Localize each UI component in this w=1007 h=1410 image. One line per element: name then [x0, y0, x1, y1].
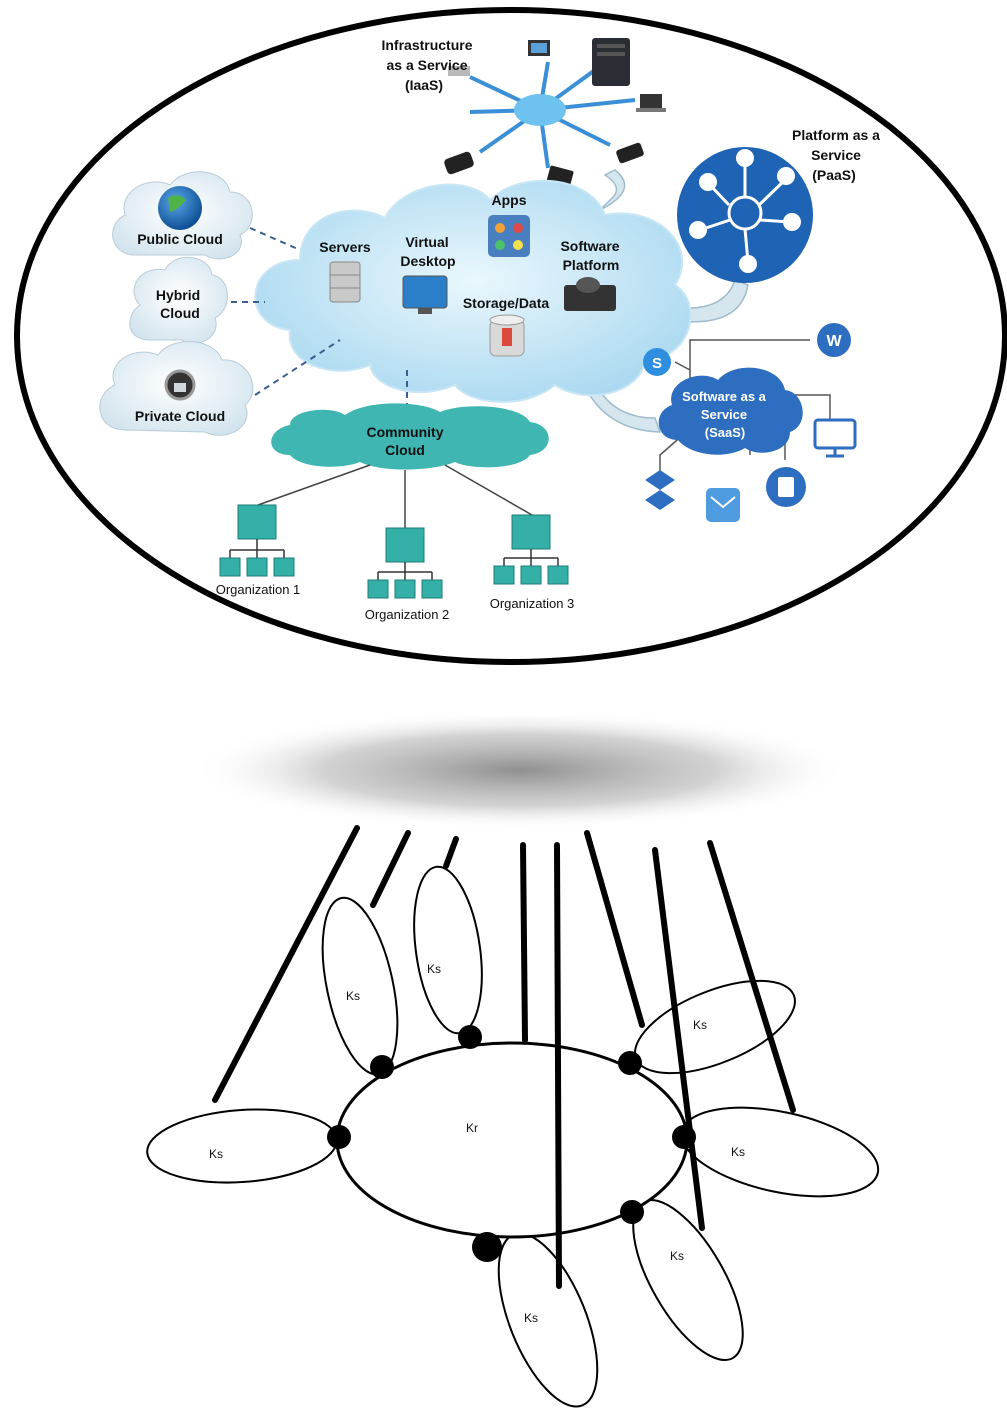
- software-platform-label-line1: Software: [560, 238, 619, 254]
- hybrid-cloud-label-line1: Hybrid: [156, 287, 200, 303]
- printer-icon: [616, 142, 644, 164]
- organization-3: Organization 3: [490, 514, 575, 611]
- monitor-icon: [402, 275, 448, 309]
- organization-2-label: Organization 2: [365, 607, 450, 622]
- iaas-arrow-icon: [599, 169, 626, 211]
- link-line: [707, 840, 796, 1113]
- node: [370, 1055, 394, 1079]
- sub-ring-upper-left-1: [321, 896, 399, 1076]
- private-cloud: Private Cloud: [99, 341, 254, 436]
- iaas-cloud-icon: [514, 94, 566, 126]
- org-server-icon: [511, 514, 551, 550]
- saas-cloud: [658, 367, 803, 455]
- storage-data-label: Storage/Data: [463, 295, 550, 311]
- org-server-icon: [237, 504, 277, 540]
- main-cloud: Servers Virtual Desktop Apps Software Pl…: [254, 179, 692, 403]
- node: [472, 1232, 502, 1262]
- server-stack-icon: [329, 261, 361, 303]
- paas-label-line2: Service: [811, 147, 861, 163]
- sub-ring-label: Ks: [731, 1145, 745, 1159]
- public-cloud: Public Cloud: [112, 171, 253, 260]
- laptop-icon: [640, 94, 662, 108]
- community-cloud-label-line2: Cloud: [385, 442, 425, 458]
- phone-icon: [444, 151, 474, 175]
- server-tower-icon: [592, 38, 630, 86]
- ring-labels: Kr Ks Ks Ks Ks Ks Ks Ks: [209, 962, 745, 1325]
- sub-ring-label: Ks: [209, 1147, 223, 1161]
- apps-label: Apps: [492, 192, 527, 208]
- community-cloud: Community Cloud: [271, 403, 549, 470]
- wordpress-icon: [817, 323, 851, 357]
- saas-label-line1: Software as a: [682, 389, 767, 404]
- sub-ring-upper-left-2: [413, 865, 483, 1035]
- organization-3-label: Organization 3: [490, 596, 575, 611]
- platform-device-icon: [564, 285, 616, 311]
- link-line: [212, 825, 360, 1103]
- node: [327, 1125, 351, 1149]
- hybrid-cloud: Hybrid Cloud: [129, 256, 228, 345]
- link-line: [370, 830, 411, 908]
- link-line: [554, 842, 562, 1289]
- cloud-ecosystem: Infrastructure as a Service (IaaS) Serve…: [14, 7, 1007, 665]
- sub-ring-label: Ks: [427, 962, 441, 976]
- sub-ring-label: Ks: [693, 1018, 707, 1032]
- sub-ring-left: [146, 1108, 338, 1184]
- svg-text:S: S: [652, 355, 662, 372]
- saas-label-line2: Service: [701, 407, 747, 422]
- org-server-icon: [385, 527, 425, 563]
- link-line: [520, 842, 528, 1043]
- ring-network: [146, 825, 880, 1408]
- globe-icon: [158, 186, 202, 230]
- link-line: [584, 830, 645, 1028]
- apps-icon: [488, 215, 530, 257]
- node: [618, 1051, 642, 1075]
- paas: Platform as a Service (PaaS): [677, 127, 880, 283]
- router-icon: [448, 66, 470, 76]
- ring-center-label: Kr: [466, 1121, 478, 1135]
- servers-label: Servers: [319, 239, 371, 255]
- dropbox-icon: [645, 470, 675, 510]
- ecosystem-boundary: [14, 7, 1007, 665]
- iaas-label-line1: Infrastructure: [381, 37, 472, 53]
- saas: Software as a Service (SaaS) W S: [643, 323, 857, 522]
- organization-1: Organization 1: [216, 504, 301, 597]
- iaas-network: Infrastructure as a Service (IaaS): [381, 37, 666, 189]
- virtual-desktop-label-line1: Virtual: [405, 234, 448, 250]
- cloud-shadow: [190, 710, 850, 830]
- organization-1-label: Organization 1: [216, 582, 301, 597]
- mail-icon: [706, 488, 740, 522]
- iaas-label-line3: (IaaS): [405, 77, 443, 93]
- organization-2: Organization 2: [365, 527, 450, 622]
- skype-icon: [643, 348, 671, 376]
- sub-ring-label: Ks: [670, 1249, 684, 1263]
- node: [458, 1025, 482, 1049]
- iaas-label-line2: as a Service: [387, 57, 468, 73]
- node: [620, 1200, 644, 1224]
- software-platform-label-line2: Platform: [563, 257, 620, 273]
- sub-ring-label: Ks: [524, 1311, 538, 1325]
- community-cloud-label-line1: Community: [367, 424, 444, 440]
- screen-icon: [813, 418, 857, 450]
- hybrid-cloud-label-line2: Cloud: [160, 305, 200, 321]
- private-cloud-label: Private Cloud: [135, 408, 225, 424]
- virtual-desktop-label-line2: Desktop: [400, 253, 455, 269]
- paas-label-line3: (PaaS): [812, 167, 856, 183]
- sub-ring-right: [680, 1106, 880, 1198]
- paas-label-line1: Platform as a: [792, 127, 880, 143]
- sub-ring-label: Ks: [346, 989, 360, 1003]
- public-cloud-label: Public Cloud: [137, 231, 223, 247]
- link-line: [652, 847, 705, 1231]
- link-line: [443, 836, 459, 869]
- saas-label-line3: (SaaS): [705, 425, 745, 440]
- svg-text:W: W: [826, 333, 842, 350]
